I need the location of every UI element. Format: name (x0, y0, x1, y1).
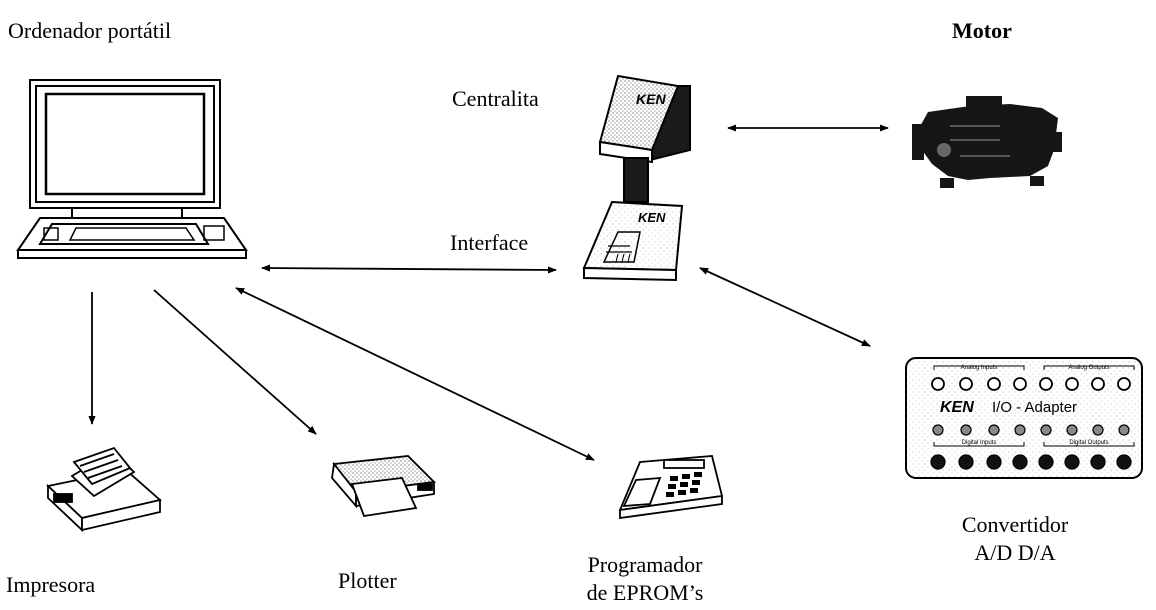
laptop-label: Ordenador portátil (8, 18, 172, 43)
analog-outputs-label: Analog Outputs (1068, 365, 1109, 371)
eprom-programmer-icon (618, 455, 724, 520)
arrow-interface-adapter (699, 267, 871, 347)
laptop-icon (16, 79, 248, 259)
ecu-brand: KEN (636, 91, 666, 107)
printer-icon (46, 446, 162, 533)
programmer-label-line2: de EPROM’s (586, 580, 704, 605)
plotter-icon (331, 455, 436, 518)
motor-label: Motor (952, 18, 1012, 43)
analog-inputs-label: Analog Inputs (961, 365, 998, 371)
arrow-laptop-plotter (153, 289, 317, 435)
digital-outputs-label: Digital Outputs (1069, 440, 1108, 446)
adapter-brand: KEN (940, 399, 974, 416)
io-adapter-panel: Analog Inputs Analog Outputs KEN I/O - A… (905, 357, 1143, 479)
converter-label-line2: A/D D/A (974, 540, 1056, 565)
adapter-title: I/O - Adapter (992, 399, 1077, 416)
interface-brand: KEN (638, 210, 666, 225)
converter-label-line1: Convertidor (961, 512, 1069, 537)
ecu-icon: KEN (598, 74, 691, 203)
ecu-label: Centralita (452, 86, 539, 111)
arrow-laptop-programmer (235, 287, 595, 461)
digital-inputs-label: Digital Inputs (962, 440, 997, 446)
interface-icon: KEN (582, 200, 684, 282)
programmer-label-line1: Programador (587, 552, 703, 577)
printer-label: Impresora (6, 572, 96, 597)
engine-icon (912, 96, 1062, 188)
arrow-laptop-interface (261, 264, 557, 274)
plotter-label: Plotter (338, 568, 397, 593)
interface-label: Interface (450, 230, 529, 255)
